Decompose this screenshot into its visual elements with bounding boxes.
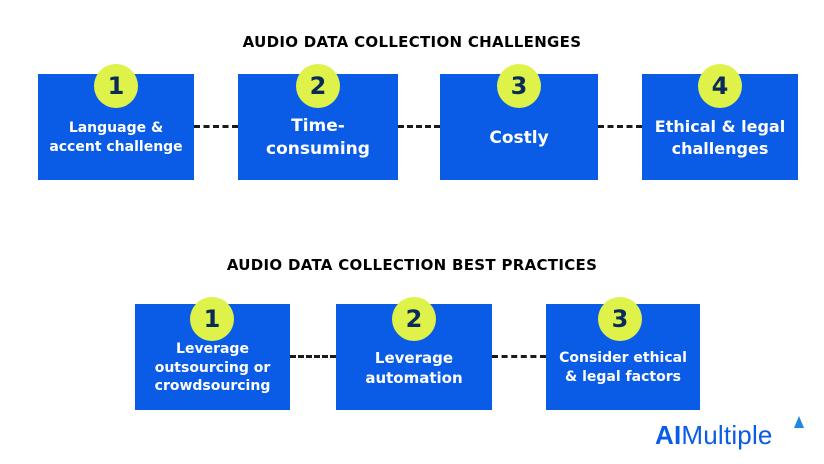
practice-label-1: Leverage outsourcing or crowdsourcing xyxy=(154,340,271,395)
challenge-number-badge-2: 2 xyxy=(296,64,340,108)
practice-label-3: Consider ethical & legal factors xyxy=(559,350,687,385)
practice-box-1: Leverage outsourcing or crowdsourcing xyxy=(135,304,290,410)
challenge-box-3: Costly xyxy=(440,74,598,180)
connector-dash xyxy=(194,125,238,128)
practice-number-badge-3: 3 xyxy=(598,297,642,341)
connector-dash xyxy=(492,355,546,358)
practice-number-badge-1: 1 xyxy=(190,297,234,341)
connector-dash xyxy=(598,125,642,128)
challenge-number-badge-1: 1 xyxy=(94,64,138,108)
logo-part-ai: AI xyxy=(655,420,682,450)
challenge-label-1: Language & accent challenge xyxy=(49,120,183,155)
challenge-number-badge-4: 4 xyxy=(698,64,742,108)
challenge-label-4: Ethical & legal challenges xyxy=(654,117,786,158)
practice-label-2: Leverage automation xyxy=(365,348,463,387)
practice-number-badge-2: 2 xyxy=(392,297,436,341)
connector-dash xyxy=(398,125,440,128)
logo-part-multiple: Multiple xyxy=(681,420,773,450)
connector-dash xyxy=(290,355,336,358)
challenge-label-3: Costly xyxy=(489,127,549,148)
best-practices-title: AUDIO DATA COLLECTION BEST PRACTICES xyxy=(226,256,598,274)
challenges-title: AUDIO DATA COLLECTION CHALLENGES xyxy=(242,33,582,51)
challenge-box-2: Time- consuming xyxy=(238,74,398,180)
logo-mark-icon xyxy=(794,416,804,428)
challenge-number-badge-3: 3 xyxy=(497,64,541,108)
aimultiple-logo: AIMultiple xyxy=(655,420,773,451)
challenge-label-2: Time- consuming xyxy=(266,116,370,159)
